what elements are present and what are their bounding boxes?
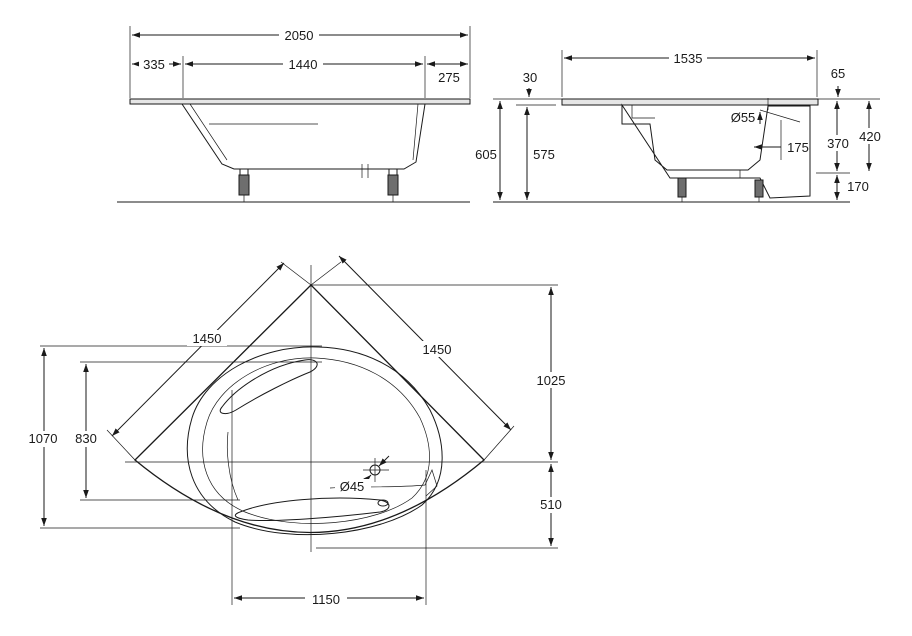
dim-line-drain-45b bbox=[378, 455, 390, 467]
dim-outer-depth: 420 bbox=[859, 129, 881, 144]
dim-rim-thickness: 30 bbox=[523, 70, 537, 85]
plan-ext-diag-right bbox=[310, 261, 342, 286]
side-view: 1535 30 65 605 575 Ø55 175 370 420 170 bbox=[475, 50, 885, 203]
dim-center-to-front: 510 bbox=[540, 497, 562, 512]
dim-left-side: 1450 bbox=[193, 331, 222, 346]
dim-overall-height: 605 bbox=[475, 147, 497, 162]
front-rim bbox=[129, 98, 471, 105]
plan-basin-side bbox=[226, 431, 239, 501]
dim-middle-section: 1440 bbox=[289, 57, 318, 72]
dim-right-side: 1450 bbox=[423, 342, 452, 357]
plan-ext-diag-left bbox=[280, 261, 312, 286]
dim-right-offset: 65 bbox=[831, 66, 845, 81]
dim-inner-width: 1150 bbox=[312, 592, 340, 607]
plan-view: Ø45 1450 1450 1070 830 1025 510 1150 bbox=[22, 255, 572, 607]
dim-inner-depth-plan: 830 bbox=[75, 431, 97, 446]
plan-drain-icon bbox=[363, 458, 389, 482]
front-view: 2050 335 1440 275 bbox=[117, 26, 471, 203]
front-tub-body bbox=[181, 103, 426, 170]
dim-left-section: 335 bbox=[143, 57, 165, 72]
dim-leg-height: 170 bbox=[847, 179, 869, 194]
plan-ext-diag-left-bottom bbox=[106, 429, 136, 461]
side-tub-body bbox=[621, 103, 811, 199]
front-leg-right bbox=[387, 168, 399, 202]
side-drain-leader bbox=[759, 98, 801, 123]
dim-side-length: 1535 bbox=[674, 51, 703, 66]
dim-rim-height: 575 bbox=[533, 147, 555, 162]
plan-ext-diag-right-bottom bbox=[483, 425, 515, 461]
dim-inner-depth: 370 bbox=[827, 136, 849, 151]
dim-side-drain-diameter: Ø55 bbox=[731, 110, 756, 125]
side-leg-right bbox=[754, 179, 764, 198]
dim-drain-offset: 175 bbox=[787, 140, 809, 155]
dim-line-1450-left bbox=[111, 262, 285, 437]
side-leg-left bbox=[677, 177, 687, 198]
plan-overflow-icon bbox=[377, 499, 389, 507]
dim-plan-drain-diameter: Ø45 bbox=[340, 479, 365, 494]
side-rim bbox=[561, 98, 819, 106]
front-leg-left bbox=[238, 168, 250, 202]
dim-overall-depth: 1070 bbox=[29, 431, 58, 446]
dim-overall-length: 2050 bbox=[285, 28, 314, 43]
side-drain-pipe bbox=[680, 169, 741, 178]
side-seat-step bbox=[631, 105, 655, 119]
dim-corner-to-center: 1025 bbox=[537, 373, 566, 388]
front-overflow-mark bbox=[361, 164, 384, 178]
front-tub-inner-line bbox=[189, 103, 419, 161]
plan-footrest bbox=[234, 497, 390, 522]
plan-basin-outline bbox=[186, 346, 443, 536]
dim-right-section: 275 bbox=[438, 70, 460, 85]
plan-outer-shell bbox=[134, 284, 485, 533]
